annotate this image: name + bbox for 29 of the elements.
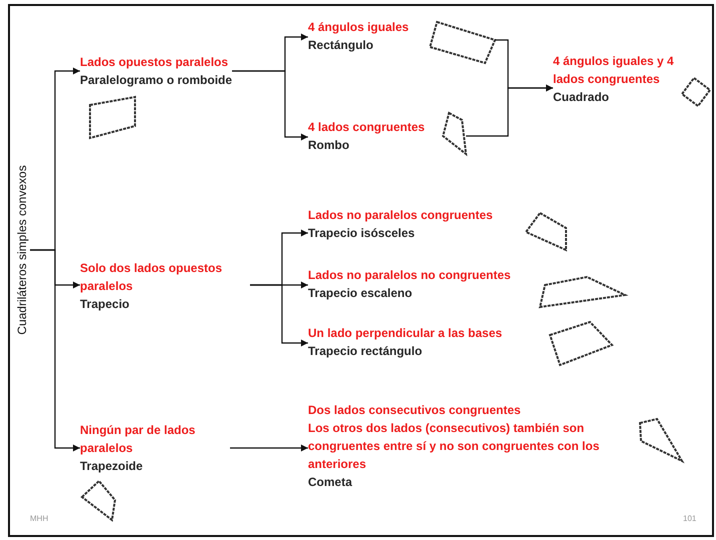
arrow <box>230 444 308 452</box>
page-number: 101 <box>683 514 696 523</box>
property-text: Solo dos lados opuestos paralelos <box>80 260 224 295</box>
arrow <box>232 70 308 140</box>
property-text: Lados no paralelos no congruentes <box>308 267 511 284</box>
author-initials: MHH <box>30 514 48 523</box>
shape-name: Rombo <box>308 137 350 154</box>
property-text: Lados opuestos paralelos <box>80 54 230 71</box>
property-text: Dos lados consecutivos congruentes <box>308 402 522 419</box>
shape-name: Paralelogramo o romboide <box>80 72 232 89</box>
property-text: Los otros dos lados (consecutivos) también son congruentes entre sí y no son congruentes con los anteriores <box>308 420 600 473</box>
category-title: Cuadriláteros simples convexos <box>14 164 30 337</box>
arrow <box>250 284 308 346</box>
property-text: 4 ángulos iguales <box>308 19 409 36</box>
shape-name: Trapecio rectángulo <box>308 343 424 360</box>
shape-name: Trapecio <box>80 296 130 313</box>
shape-name: Cometa <box>308 474 354 491</box>
shape-name: Cuadrado <box>553 89 610 106</box>
property-text: Un lado perpendicular a las bases <box>308 325 502 342</box>
arrow <box>30 249 80 452</box>
shape-name: Trapecio escaleno <box>308 285 414 302</box>
property-text: 4 ángulos iguales y 4 lados congruentes <box>553 53 675 88</box>
property-text: Lados no paralelos congruentes <box>308 207 493 224</box>
property-text: Ningún par de lados paralelos <box>80 422 196 457</box>
arrow <box>466 84 553 137</box>
shape-name: Trapecio isósceles <box>308 225 416 242</box>
property-text: 4 lados congruentes <box>308 119 425 136</box>
shape-name: Trapezoide <box>80 458 144 475</box>
shape-name: Rectángulo <box>308 37 374 54</box>
